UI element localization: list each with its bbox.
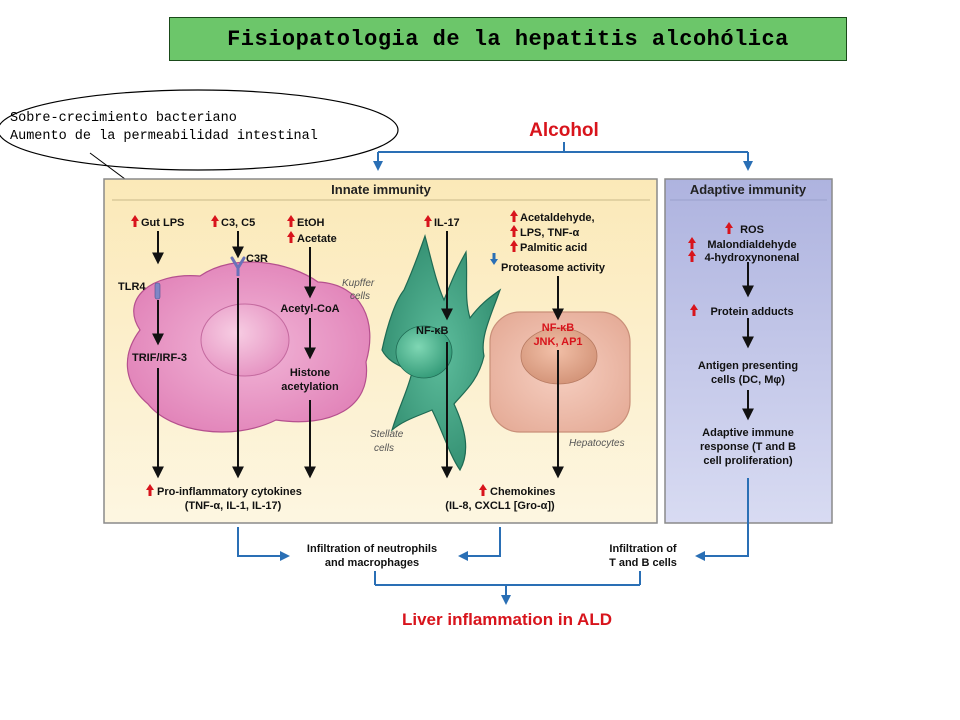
infiltration-neutrophils-label-2: and macrophages xyxy=(325,557,419,569)
up-arrow-icon xyxy=(688,250,696,262)
up-arrow-icon xyxy=(287,231,295,243)
infiltration-tb-label-2: T and B cells xyxy=(609,557,677,569)
adaptive-response-detail-label: response (T and B xyxy=(700,441,796,453)
down-arrow-icon xyxy=(490,253,498,265)
acetate-label: Acetate xyxy=(297,233,337,245)
up-arrow-icon xyxy=(690,304,698,316)
up-arrow-icon xyxy=(211,215,219,227)
apc-label: Antigen presenting xyxy=(698,360,798,372)
up-arrow-icon xyxy=(510,210,518,222)
palmitic-acid-label: Palmitic acid xyxy=(520,242,587,254)
hydroxynonenal-label: 4-hydroxynonenal xyxy=(705,252,800,264)
flow-line xyxy=(706,478,749,557)
trif-irf3-label: TRIF/IRF-3 xyxy=(132,352,187,364)
adaptive-title: Adaptive immunity xyxy=(690,182,807,197)
ros-label: ROS xyxy=(740,224,764,236)
callout-line: Sobre-crecimiento bacteriano xyxy=(10,111,237,126)
c3r-receptor-icon xyxy=(230,256,246,276)
innate-title: Innate immunity xyxy=(331,182,431,197)
hepatocyte-nfkb-label: NF-κB xyxy=(542,322,574,334)
tlr4-receptor-icon xyxy=(154,282,161,300)
stellate-cell-label: Stellate xyxy=(370,429,404,440)
stellate-nfkb-label: NF-κB xyxy=(416,325,448,337)
up-arrow-icon xyxy=(510,240,518,252)
adaptive-response-detail-label-2: cell proliferation) xyxy=(703,455,793,467)
il17-input-label: IL-17 xyxy=(434,217,460,229)
callout-line: Aumento de la permeabilidad intestinal xyxy=(10,129,318,144)
acetyl-coa-label: Acetyl-CoA xyxy=(280,303,339,315)
up-arrow-icon xyxy=(725,222,733,234)
chemokines-list-label: (IL-8, CXCL1 [Gro-α]) xyxy=(445,500,555,512)
liver-inflammation-label: Liver inflammation in ALD xyxy=(402,610,612,629)
adaptive-response-label: Adaptive immune xyxy=(702,427,794,439)
etoh-label: EtOH xyxy=(297,217,325,229)
up-arrow-icon xyxy=(510,225,518,237)
up-arrow-icon xyxy=(287,215,295,227)
tlr4-label: TLR4 xyxy=(118,281,146,293)
apc-detail-label: cells (DC, Mφ) xyxy=(711,374,785,386)
stellate-cell-label-2: cells xyxy=(374,443,394,454)
alcohol-branch xyxy=(378,142,748,153)
malondialdehyde-label: Malondialdehyde xyxy=(707,239,796,251)
histone-acetylation-label: acetylation xyxy=(281,381,339,393)
acetaldehyde-label: Acetaldehyde, xyxy=(520,212,595,224)
alcohol-label: Alcohol xyxy=(529,120,599,141)
flow-line xyxy=(468,527,501,557)
c3-c5-label: C3, C5 xyxy=(221,217,255,229)
infiltration-tb-label: Infiltration of xyxy=(609,543,677,555)
slide-title: Fisiopatologia de la hepatitis alcohólic… xyxy=(169,17,847,61)
stellate-nucleus xyxy=(395,325,453,379)
hepatocyte-jnk-ap1-label: JNK, AP1 xyxy=(533,336,582,348)
up-arrow-icon xyxy=(688,237,696,249)
kupffer-cell-label-2: cells xyxy=(350,291,370,302)
chemokines-label: Chemokines xyxy=(490,486,555,498)
hepatocyte-cell-label: Hepatocytes xyxy=(569,438,625,449)
up-arrow-icon xyxy=(131,215,139,227)
callout-bubble xyxy=(0,89,399,171)
c3r-label: C3R xyxy=(246,253,268,265)
up-arrow-icon xyxy=(479,484,487,496)
adaptive-panel xyxy=(664,178,833,524)
kupffer-cell-label: Kupffer xyxy=(342,278,375,289)
proteasome-activity-label: Proteasome activity xyxy=(501,262,606,274)
lps-tnf-label: LPS, TNF-α xyxy=(520,227,580,239)
up-arrow-icon xyxy=(424,215,432,227)
flow-line xyxy=(237,527,280,557)
kupffer-nucleus xyxy=(200,303,290,377)
cytokines-label: Pro-inflammatory cytokines xyxy=(157,486,302,498)
gut-lps-label: Gut LPS xyxy=(141,217,184,229)
protein-adducts-label: Protein adducts xyxy=(710,306,793,318)
up-arrow-icon xyxy=(146,484,154,496)
histone-label: Histone xyxy=(290,367,330,379)
flow-line xyxy=(374,571,641,595)
infiltration-neutrophils-label: Infiltration of neutrophils xyxy=(307,543,437,555)
cytokines-list-label: (TNF-α, IL-1, IL-17) xyxy=(185,500,282,512)
callout-text: Sobre-crecimiento bacteriano Aumento de … xyxy=(10,110,390,146)
